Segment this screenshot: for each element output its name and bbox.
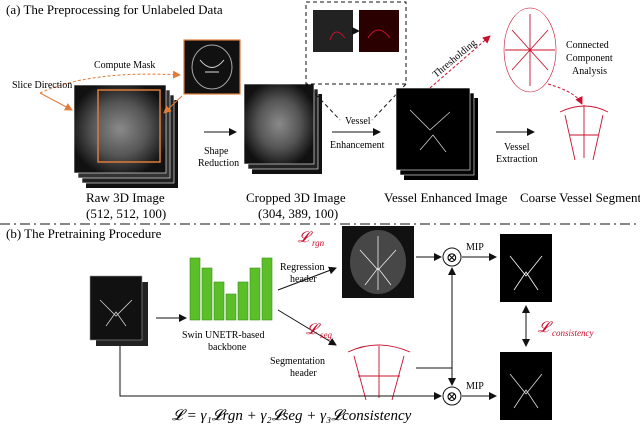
segmentation-output-tree xyxy=(347,344,411,401)
vessel-tree-top xyxy=(503,7,557,93)
loss-consistency-subscript: consistency xyxy=(552,328,593,338)
coarse-segment-caption: Coarse Vessel Segment xyxy=(520,190,640,205)
vessel-enhanced-stack xyxy=(395,87,478,180)
zoom-red-slice xyxy=(359,10,399,52)
zoom-box xyxy=(305,1,407,85)
multiply-top-symbol: ⊗ xyxy=(446,250,458,266)
section-a-title: (a) The Preprocessing for Unlabeled Data xyxy=(6,2,223,17)
shape-reduction-label-1: Shape xyxy=(204,146,229,157)
cropped-image-size: (304, 389, 100) xyxy=(258,206,338,221)
compute-mask-label: Compute Mask xyxy=(94,60,155,71)
connected-label-3: Analysis xyxy=(572,66,607,77)
mip-top-image xyxy=(500,234,552,302)
section-b-title: (b) The Pretraining Procedure xyxy=(6,226,162,241)
loss-consistency-symbol: 𝓛 xyxy=(538,320,553,336)
shape-reduction-label-2: Reduction xyxy=(198,158,239,169)
coarse-segment-tree xyxy=(559,105,609,161)
multiply-node-bottom xyxy=(442,386,462,406)
vessel-extraction-label-2: Extraction xyxy=(496,154,538,165)
mip-top-label: MIP xyxy=(466,242,484,253)
loss-seg-symbol: 𝓛 xyxy=(306,322,321,338)
multiply-node-top xyxy=(442,247,462,267)
zoom-gray-slice xyxy=(313,10,353,52)
loss-rgn-subscript: rgn xyxy=(312,238,325,248)
regression-header-label-1: Regression xyxy=(280,262,324,273)
crop-region xyxy=(97,89,161,163)
backbone-network xyxy=(189,257,273,321)
loss-seg-subscript: seg xyxy=(320,330,332,340)
regression-output-image xyxy=(342,226,414,298)
thresholding-label: Thresholding xyxy=(431,38,479,81)
slice-direction-label: Slice Direction xyxy=(12,80,72,91)
raw-image-stack xyxy=(73,84,178,188)
backbone-label-2: backbone xyxy=(208,342,247,353)
connected-label-2: Component xyxy=(566,53,613,64)
vessel-extraction-label-1: Vessel xyxy=(504,142,530,153)
vessel-enhanced-caption: Vessel Enhanced Image xyxy=(384,190,508,205)
mip-bottom-label: MIP xyxy=(466,381,484,392)
segmentation-header-label-1: Segmentation xyxy=(270,356,325,367)
cropped-image-caption: Cropped 3D Image xyxy=(246,190,346,205)
cropped-image-stack xyxy=(243,83,322,174)
vessel-enhancement-label-2: Enhancement xyxy=(330,140,385,151)
multiply-bottom-symbol: ⊗ xyxy=(446,389,458,405)
regression-header-label-2: header xyxy=(290,274,317,285)
raw-image-caption: Raw 3D Image xyxy=(86,190,165,205)
mip-bottom-image xyxy=(500,352,552,420)
loss-rgn-symbol: 𝓛 xyxy=(298,230,313,246)
segmentation-header-label-2: header xyxy=(290,368,317,379)
raw-image-size: (512, 512, 100) xyxy=(86,206,166,221)
vessel-enhancement-label-1: Vessel xyxy=(345,116,371,127)
connected-label-1: Connected xyxy=(566,40,609,51)
input-volume xyxy=(89,275,148,346)
loss-formula: 𝓛 = γ₁𝓛rgn + γ₂𝓛seg + γ₃𝓛consistency xyxy=(172,408,412,424)
backbone-label-1: Swin UNETR-based xyxy=(182,330,265,341)
